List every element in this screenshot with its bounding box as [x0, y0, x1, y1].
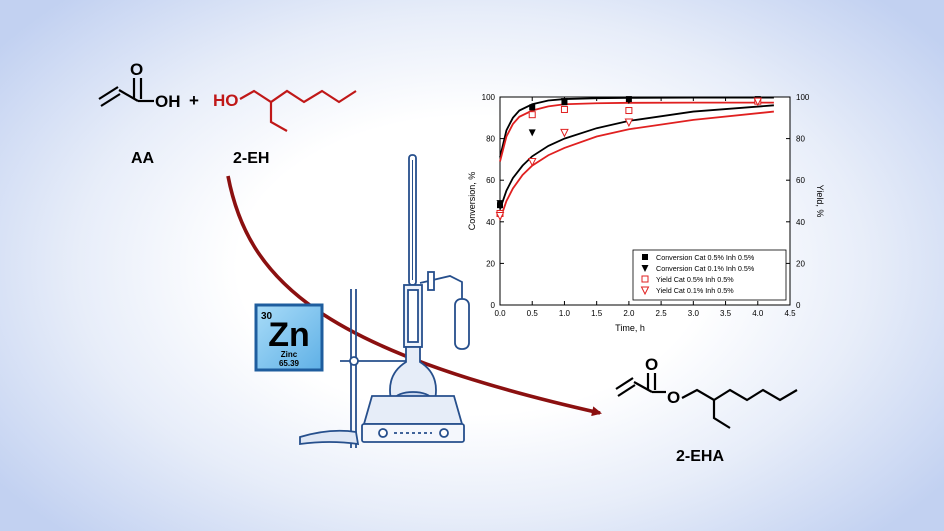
legend-box: [632, 249, 787, 301]
reactant1-label: AA: [131, 150, 155, 167]
ethylhexanol-structure: HO: [213, 89, 357, 132]
y2-axis-label: Yield, %: [815, 185, 825, 218]
marker-open-triangle: [495, 212, 505, 221]
x-tick-label: 4.5: [784, 309, 796, 318]
marker-open-triangle: [527, 157, 537, 167]
marker-filled-triangle: [641, 265, 649, 272]
fit-curves: [499, 96, 774, 221]
lab-glassware-icon: [299, 154, 470, 448]
y2-tick-label: 60: [796, 176, 805, 185]
x-tick-label: 0.5: [527, 309, 539, 318]
marker-open-triangle: [624, 118, 634, 128]
fit-curve: [499, 110, 774, 221]
x-tick-label: 0.0: [494, 309, 506, 318]
legend-entry-label: Yield Cat 0.5% Inh 0.5%: [656, 275, 734, 284]
y2-tick-label: 100: [796, 93, 810, 102]
reactant2-label: 2-EH: [233, 150, 269, 167]
marker-open-square: [641, 275, 649, 283]
legend-entry-label: Conversion Cat 0.1% Inh 0.5%: [656, 264, 755, 273]
y2-tick-label: 0: [796, 301, 801, 310]
acid-hydroxyl-label: OH: [155, 92, 181, 111]
ethylhexanol-bonds: [239, 89, 357, 132]
plus-sign: +: [189, 91, 199, 110]
y-tick-label: 40: [486, 218, 495, 227]
zinc-name: Zinc: [281, 350, 298, 359]
y2-axis-ticks: 0 20 40 60 80 100: [786, 93, 810, 310]
x-axis-label: Time, h: [615, 323, 645, 333]
x-tick-label: 3.5: [720, 309, 732, 318]
zinc-element-tile: 30 Zn Zinc 65.39: [254, 303, 324, 372]
marker-filled-triangle: [560, 98, 568, 106]
y2-tick-label: 80: [796, 135, 805, 144]
y2-tick-label: 20: [796, 259, 805, 268]
x-tick-label: 3.0: [688, 309, 700, 318]
kinetics-chart: 0.0 0.5 1.0 1.5 2.0 2.5 3.0 3.5 4.0 4.5 0 20 40 60 80…: [467, 93, 825, 333]
x-axis-ticks: 0.0 0.5 1.0 1.5 2.0 2.5 3.0 3.5 4.0 4.5: [494, 97, 796, 318]
x-tick-label: 1.5: [591, 309, 603, 318]
marker-filled-triangle: [496, 200, 504, 208]
legend-entry-label: Conversion Cat 0.5% Inh 0.5%: [656, 253, 755, 262]
marker-open-square: [528, 111, 536, 119]
product-label: 2-EHA: [676, 448, 724, 465]
fit-curve: [499, 104, 774, 210]
y-tick-label: 0: [491, 301, 496, 310]
x-tick-label: 2.0: [623, 309, 635, 318]
x-tick-label: 1.0: [559, 309, 571, 318]
acrylic-acid-bonds: [98, 78, 154, 107]
x-tick-label: 4.0: [752, 309, 764, 318]
acid-carbonyl-oxygen: O: [130, 60, 143, 79]
legend-entry-label: Yield Cat 0.1% Inh 0.5%: [656, 286, 734, 295]
x-tick-label: 2.5: [656, 309, 668, 318]
fit-curve: [499, 96, 774, 158]
zinc-atomic-number: 30: [261, 311, 273, 322]
ethylhexyl-acrylate-bonds: [615, 373, 798, 429]
acrylic-acid-structure: O OH: [98, 60, 181, 111]
data-points: [495, 96, 763, 221]
marker-open-triangle: [640, 286, 650, 296]
fit-curve: [499, 101, 774, 162]
zinc-symbol: Zn: [268, 316, 310, 354]
marker-open-square: [560, 105, 568, 113]
marker-filled-triangle: [625, 97, 633, 105]
y-tick-label: 60: [486, 176, 495, 185]
ester-carbonyl-oxygen: O: [645, 355, 658, 374]
marker-open-square: [625, 107, 633, 115]
chart-legend: Conversion Cat 0.5% Inh 0.5% Conversion C…: [632, 249, 787, 301]
marker-filled-triangle: [528, 129, 536, 137]
y-tick-label: 80: [486, 135, 495, 144]
y-tick-label: 100: [482, 93, 496, 102]
marker-filled-square: [529, 104, 536, 111]
y-axis-label: Conversion, %: [467, 172, 477, 231]
y2-tick-label: 40: [796, 218, 805, 227]
marker-open-triangle: [753, 97, 763, 107]
ethylhexyl-acrylate-structure: O O: [615, 355, 798, 429]
y-axis-ticks: 0 20 40 60 80 100: [482, 93, 504, 310]
marker-filled-square: [642, 254, 648, 260]
alcohol-hydroxyl-label: HO: [213, 91, 239, 110]
y-tick-label: 20: [486, 259, 495, 268]
ester-oxygen: O: [667, 388, 680, 407]
zinc-mass: 65.39: [279, 359, 300, 368]
marker-open-triangle: [560, 128, 569, 138]
